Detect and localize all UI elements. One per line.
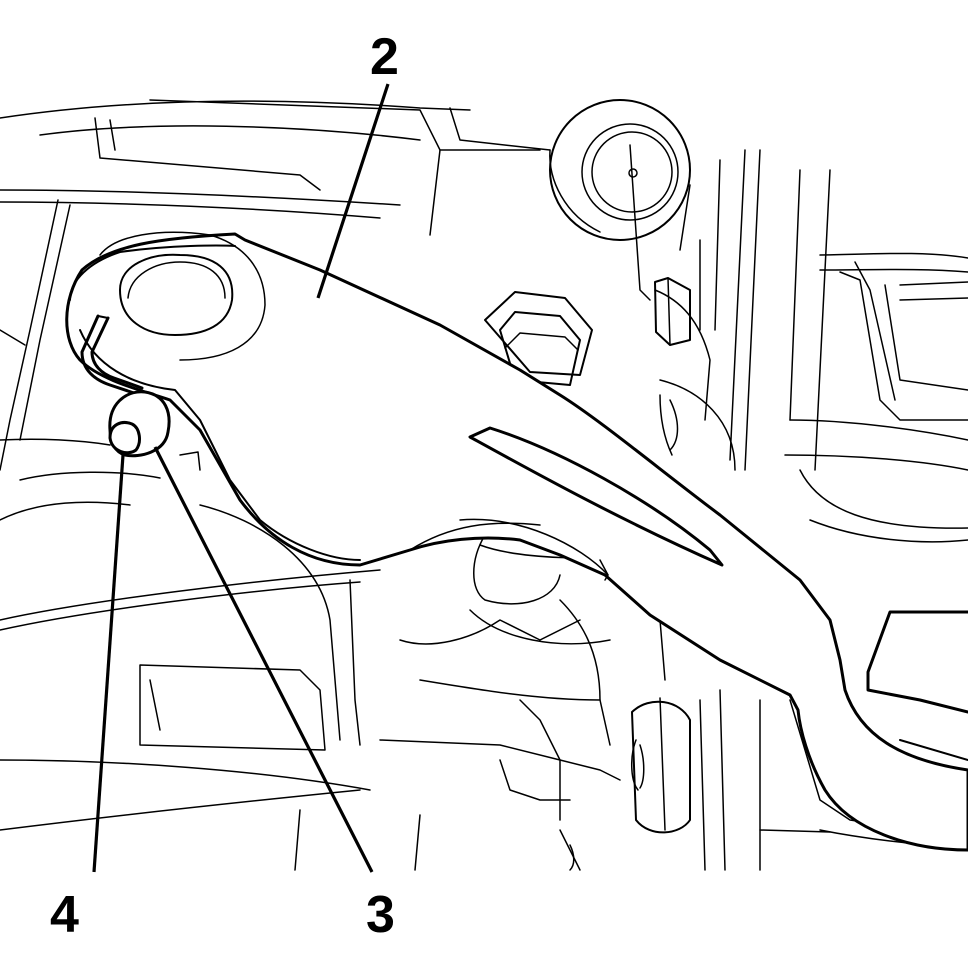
background-structure	[0, 99, 968, 871]
callout-2: 2	[370, 28, 399, 86]
leader-2	[316, 83, 390, 299]
callout-4: 4	[50, 886, 79, 944]
retaining-pin	[108, 390, 171, 458]
callout-leaders	[92, 83, 390, 873]
leader-4	[92, 454, 125, 873]
callout-3: 3	[366, 886, 395, 944]
leader-3	[153, 446, 374, 873]
lever-arm	[65, 231, 968, 852]
